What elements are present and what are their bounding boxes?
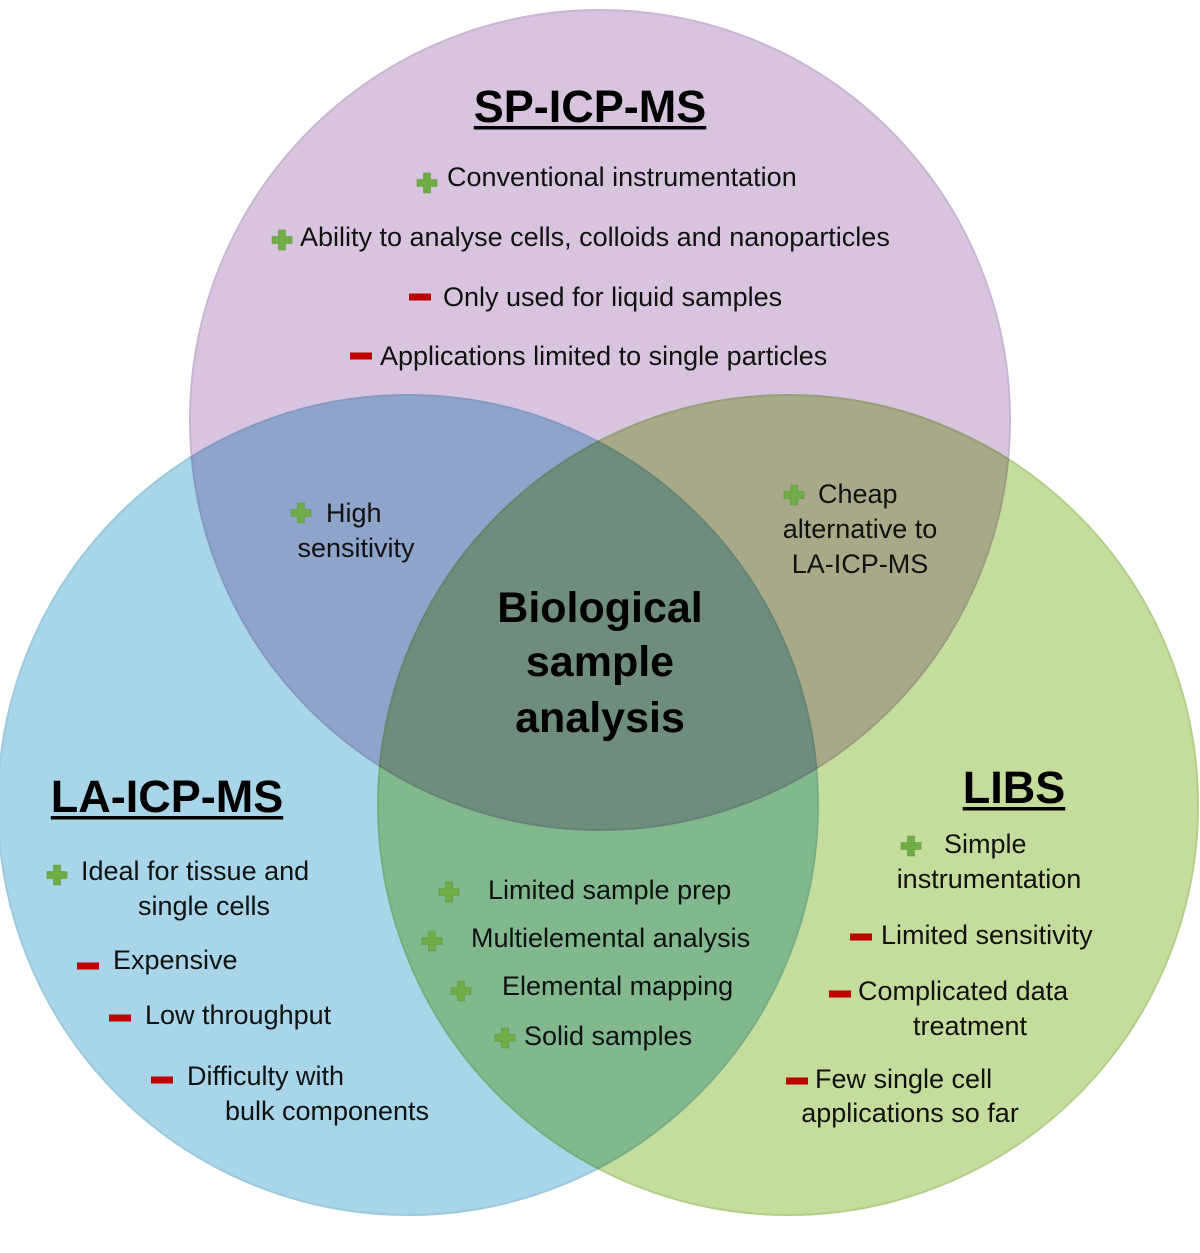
list-item-text: Applications limited to single particles — [380, 341, 827, 371]
list-item-text: Conventional instrumentation — [447, 162, 797, 192]
list-item-text: Multielemental analysis — [471, 923, 750, 953]
plus-icon — [450, 980, 472, 1002]
list-item: Solid samples — [494, 1021, 692, 1051]
list-item: Simple instrumentation — [897, 829, 1082, 894]
list-item-text: Complicated data — [858, 976, 1069, 1006]
list-item: Multielemental analysis — [421, 923, 750, 953]
list-item-text: Difficulty with — [187, 1061, 344, 1091]
list-item-text: Expensive — [113, 945, 238, 975]
list-item-text: Ideal for tissue and — [81, 856, 309, 886]
overlap-text: High — [326, 498, 382, 528]
list-item: Conventional instrumentation — [416, 162, 797, 194]
list-item: Ability to analyse cells, colloids and n… — [271, 222, 890, 252]
title-underline — [473, 126, 707, 130]
list-item: Limited sensitivity — [850, 920, 1093, 950]
minus-icon — [350, 352, 372, 360]
list-item-text: treatment — [913, 1011, 1028, 1041]
list-item: Limited sample prep — [438, 875, 731, 905]
plus-icon — [46, 864, 68, 886]
minus-icon — [409, 293, 431, 301]
plus-icon — [783, 484, 805, 506]
list-item-text: instrumentation — [897, 864, 1082, 894]
minus-icon — [109, 1014, 131, 1022]
overlap-text: LA-ICP-MS — [792, 549, 929, 579]
plus-icon — [271, 229, 293, 251]
minus-icon — [829, 990, 851, 998]
title-underline — [50, 816, 284, 820]
libs-list: Simple instrumentation Limited sensitivi… — [786, 829, 1093, 1128]
list-item-text: Only used for liquid samples — [443, 282, 782, 312]
list-item-text: Limited sensitivity — [881, 920, 1093, 950]
overlap-text: alternative to — [783, 514, 938, 544]
list-item-text: single cells — [138, 891, 270, 921]
list-item-text: Simple — [944, 829, 1027, 859]
plus-icon — [494, 1027, 516, 1049]
list-item-text: applications so far — [801, 1098, 1019, 1128]
sp-icp-ms-title: SP-ICP-MS — [474, 81, 707, 132]
minus-icon — [77, 962, 99, 970]
la-icp-ms-list: Ideal for tissue and single cells Expens… — [46, 856, 429, 1126]
sp-la-overlap: High sensitivity — [290, 498, 415, 563]
center-title: Biological sample analysis — [497, 584, 702, 742]
list-item: Applications limited to single particles — [350, 341, 827, 371]
overlap-text: sensitivity — [297, 533, 415, 563]
center-title-line: sample — [526, 638, 674, 686]
libs-title: LIBS — [963, 762, 1066, 813]
list-item: Complicated data treatment — [829, 976, 1069, 1041]
list-item-text: Limited sample prep — [488, 875, 731, 905]
overlap-text: Cheap — [818, 479, 898, 509]
center-title-line: Biological — [497, 584, 702, 632]
title-underline — [962, 807, 1066, 811]
list-item-text: Low throughput — [145, 1000, 332, 1030]
list-item: Ideal for tissue and single cells — [46, 856, 309, 921]
plus-icon — [290, 502, 312, 524]
list-item: Difficulty with bulk components — [151, 1061, 429, 1126]
list-item: Few single cell applications so far — [786, 1064, 1019, 1128]
minus-icon — [786, 1077, 808, 1085]
list-item: Only used for liquid samples — [409, 282, 782, 312]
list-item: Elemental mapping — [450, 971, 733, 1002]
list-item-text: Solid samples — [524, 1021, 692, 1051]
sp-icp-ms-list: Conventional instrumentation Ability to … — [271, 162, 890, 371]
la-icp-ms-title: LA-ICP-MS — [51, 771, 283, 822]
plus-icon — [416, 172, 438, 194]
minus-icon — [850, 933, 872, 941]
libs-circle — [377, 394, 1199, 1216]
list-item-text: Ability to analyse cells, colloids and n… — [300, 222, 890, 252]
la-libs-overlap: Limited sample prep Multielemental analy… — [421, 875, 750, 1051]
center-title-line: analysis — [515, 694, 685, 742]
minus-icon — [151, 1076, 173, 1084]
sp-libs-overlap: Cheap alternative to LA-ICP-MS — [783, 479, 938, 579]
plus-icon — [438, 881, 460, 903]
plus-icon — [421, 930, 443, 952]
list-item: Low throughput — [109, 1000, 332, 1030]
list-item-text: Elemental mapping — [502, 971, 733, 1001]
plus-icon — [900, 835, 922, 857]
list-item-text: Few single cell — [815, 1064, 992, 1094]
list-item-text: bulk components — [225, 1096, 429, 1126]
list-item: Expensive — [77, 945, 238, 975]
